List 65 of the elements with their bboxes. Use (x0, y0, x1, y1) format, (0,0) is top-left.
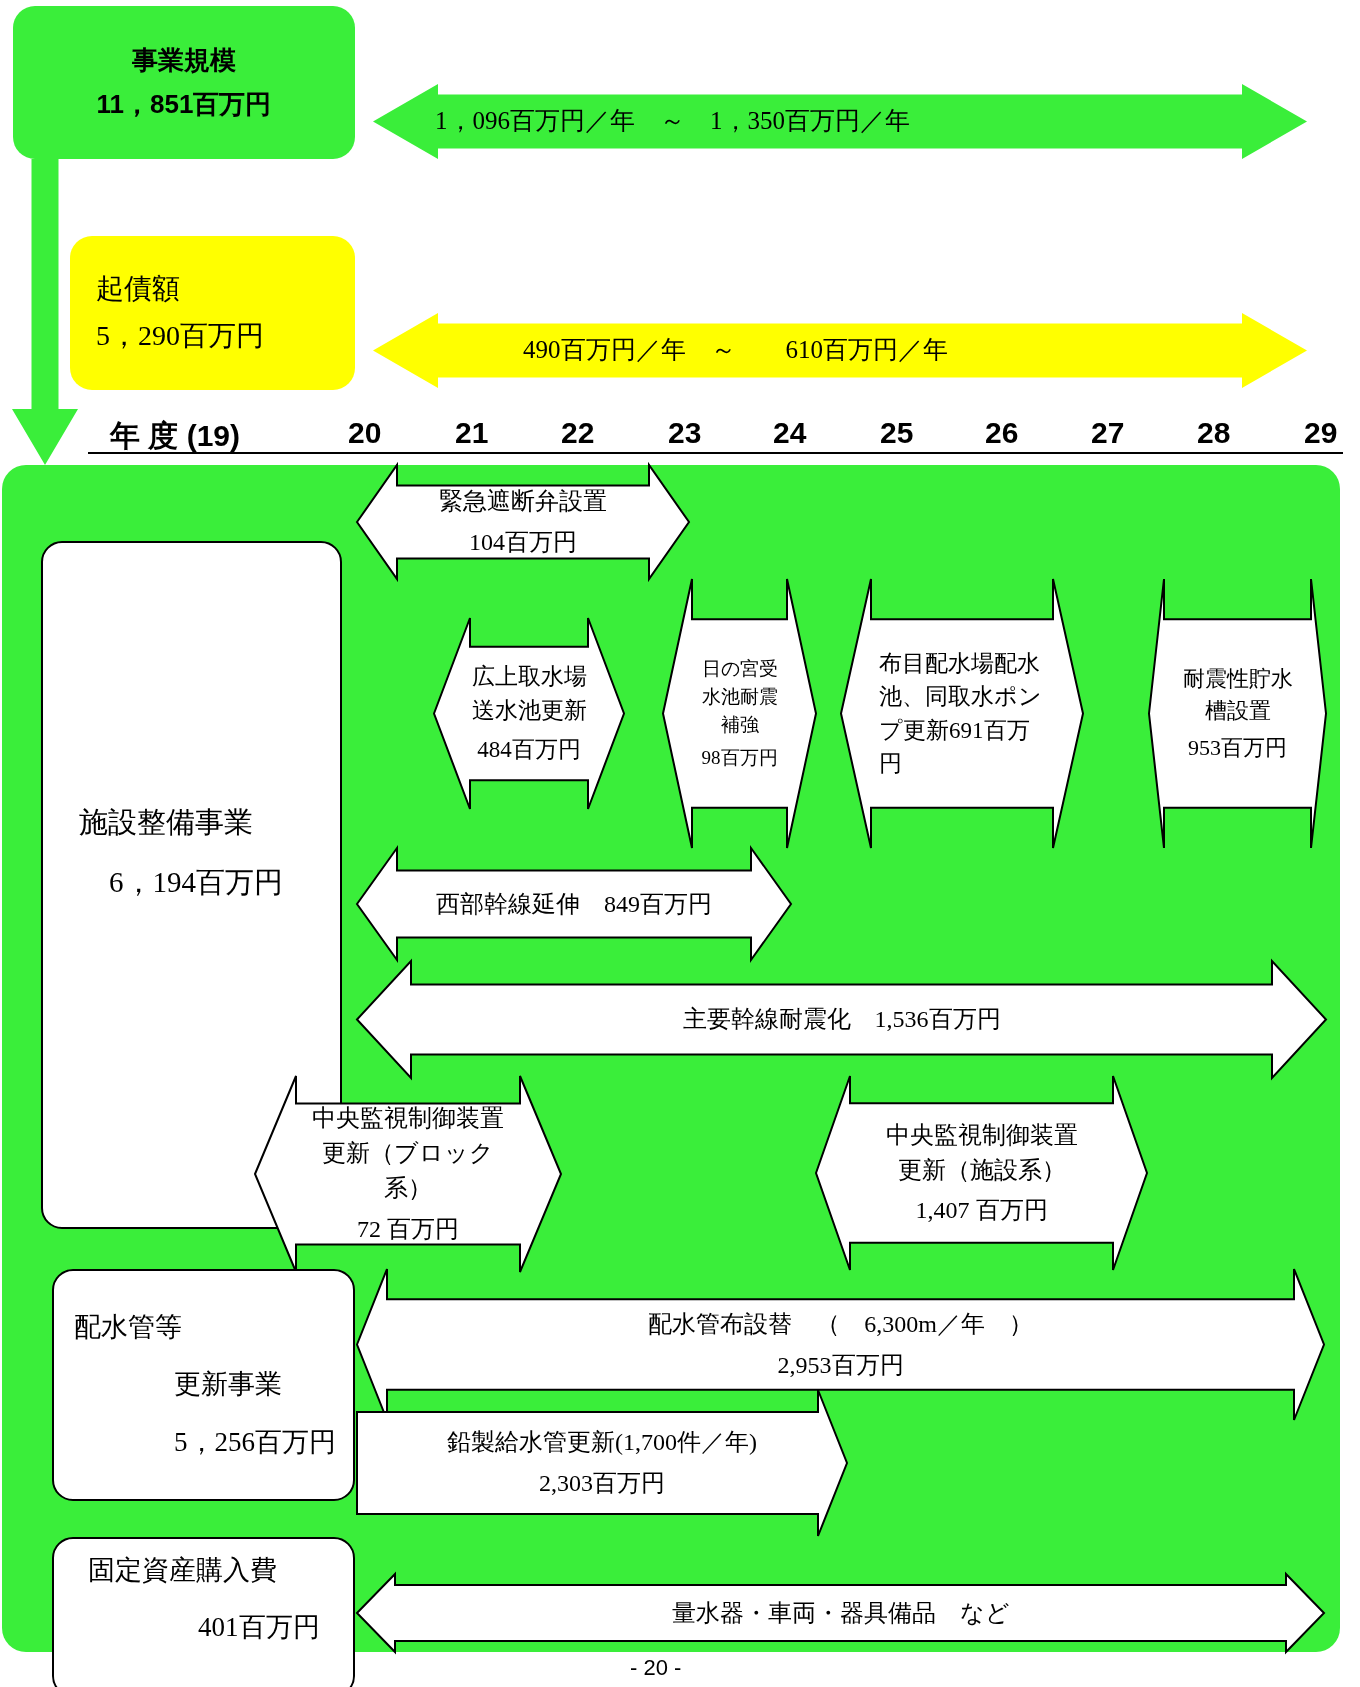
amount-text: 72 百万円 (357, 1214, 459, 1244)
period-bar (663, 579, 816, 848)
amount-text: 5，290百万円 (96, 319, 264, 353)
period-bar (357, 1390, 847, 1536)
amount-text: 5，256百万円 (174, 1425, 336, 1459)
period-bar (816, 1076, 1147, 1270)
year-label: 22 (561, 416, 595, 450)
period-bar (841, 579, 1083, 848)
task-label: 緊急遮断弁設置 (439, 487, 607, 517)
year-label: 年 度 (19) (110, 418, 241, 454)
box-title: 事業規模 (132, 43, 236, 77)
box-title: 施設整備事業 (79, 805, 253, 840)
amount-range-text: 1，096百万円／年 ～ 1，350百万円／年 (435, 106, 910, 137)
period-bar (255, 1076, 561, 1272)
amount-text: 11，851百万円 (96, 87, 272, 121)
period-bar (357, 1269, 1324, 1420)
rounded-box (52, 1269, 355, 1501)
rounded-box (13, 6, 355, 159)
year-label: 27 (1091, 416, 1125, 450)
year-label: 25 (880, 416, 914, 450)
amount-text: 484百万円 (477, 736, 581, 765)
task-label: 配水管布設替 （ 6,300m／年 ） (648, 1309, 1033, 1339)
year-label: 23 (668, 416, 702, 450)
task-label: 布目配水場配水池、同取水ポンプ更新691百万円 (879, 649, 1043, 778)
task-label: 西部幹線延伸 849百万円 (436, 889, 712, 919)
year-label: 28 (1197, 416, 1231, 450)
period-bar (357, 1574, 1324, 1652)
panel-background (2, 465, 1340, 1652)
year-label: 24 (773, 416, 807, 450)
box-title: 更新事業 (174, 1368, 282, 1402)
page-number: - 20 - (630, 1655, 682, 1681)
period-bar (373, 84, 1307, 159)
task-label: 主要幹線耐震化 1,536百万円 (682, 1005, 1001, 1035)
amount-text: 2,303百万円 (539, 1469, 665, 1498)
amount-text: 104百万円 (469, 528, 577, 557)
task-label: 中央監視制御装置更新（ブロック系） (311, 1104, 505, 1203)
task-label: 広上取水場送水池更新 (470, 663, 588, 725)
task-label: 日の宮受水池耐震補強 (700, 657, 779, 737)
task-label: 量水器・車両・器具備品 など (671, 1598, 1010, 1628)
period-bar (434, 618, 624, 809)
period-bar (357, 961, 1326, 1078)
year-label: 26 (985, 416, 1019, 450)
amount-text: 953百万円 (1188, 734, 1287, 763)
year-label: 29 (1304, 416, 1338, 450)
year-label: 20 (348, 416, 382, 450)
task-label: 鉛製給水管更新(1,700件／年) (447, 1428, 757, 1458)
amount-text: 401百万円 (198, 1611, 320, 1645)
arrow (12, 159, 78, 465)
period-bar (357, 848, 791, 960)
period-bar (357, 465, 689, 579)
period-bar (1149, 579, 1326, 848)
period-bar (373, 313, 1307, 388)
year-label: 21 (455, 416, 489, 450)
amount-range-text: 490百万円／年 ～ 610百万円／年 (523, 335, 948, 366)
amount-text: 1,407 百万円 (915, 1196, 1048, 1226)
box-title: 固定資産購入費 (88, 1554, 277, 1587)
box-title: 配水管等 (74, 1311, 182, 1345)
amount-text: 2,953百万円 (777, 1350, 904, 1380)
task-label: 中央監視制御装置更新（施設系） (884, 1120, 1079, 1185)
amount-text: 6，194百万円 (109, 865, 283, 901)
rounded-box (52, 1537, 355, 1687)
task-label: 耐震性貯水槽設置 (1181, 664, 1294, 725)
amount-text: 98百万円 (701, 746, 778, 771)
box-title: 起債額 (96, 272, 180, 307)
rounded-box (70, 236, 355, 390)
